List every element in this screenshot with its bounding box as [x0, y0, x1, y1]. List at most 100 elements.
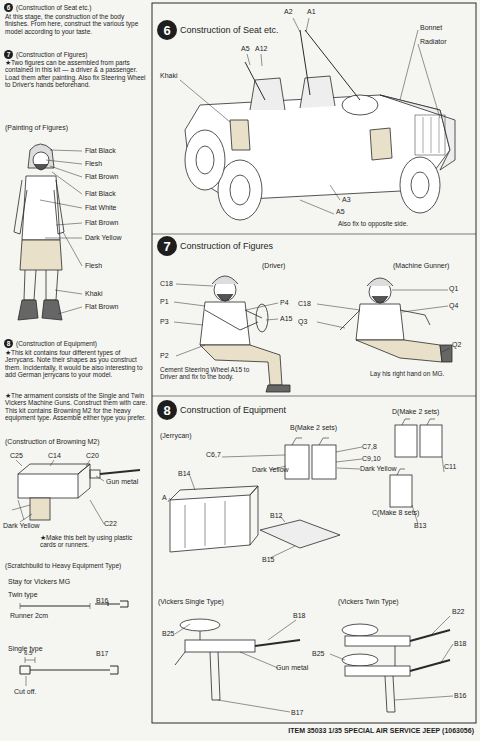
part-label: Flat Brown	[85, 173, 118, 181]
vickers-twin-sketch	[330, 616, 453, 712]
step-node: 6Construction of Seat etc.	[157, 20, 279, 40]
part-label: C6,7	[206, 451, 221, 459]
part-label: P4	[280, 299, 289, 307]
part-label: Dark Yellow	[252, 466, 289, 474]
step-heading: Construction of Figures	[180, 241, 273, 251]
part-label: A3	[342, 196, 351, 204]
part-label: P3	[160, 318, 169, 326]
jeep-sketch	[180, 18, 455, 220]
part-label: Also fix to opposite side.	[338, 220, 408, 227]
part-label: A5	[336, 208, 345, 216]
part-label: Flat Brown	[85, 303, 118, 311]
part-label: Twin type	[8, 591, 38, 599]
part-label: B18	[293, 612, 305, 620]
part-label: B(Make 2 sets)	[290, 424, 337, 432]
part-label: B15	[262, 556, 274, 564]
part-label: C25	[10, 452, 23, 460]
part-label: (Jerrycan)	[160, 432, 192, 440]
part-label: (Vickers Twin Type)	[338, 598, 399, 606]
part-label: Gun metal	[106, 478, 138, 486]
part-label: Dark Yellow	[360, 465, 397, 473]
note-text: (Scratchbuild to Heavy Equipment Type)	[5, 562, 150, 569]
part-label: (Vickers Single Type)	[158, 598, 224, 606]
step-node: 7Construction of Figures	[157, 236, 273, 256]
part-label: B14	[178, 470, 190, 478]
part-label: A	[162, 494, 167, 502]
part-label: B25	[162, 630, 174, 638]
step-heading: (Construction of Figures)	[16, 51, 88, 58]
part-label: B25	[312, 650, 324, 658]
note-text: Lay his right hand on MG.	[370, 370, 465, 377]
part-label: (Driver)	[262, 262, 285, 270]
part-label: A12	[255, 45, 267, 53]
browning-sketch	[12, 460, 140, 524]
part-label: Dark Yellow	[85, 234, 122, 242]
part-label: (Construction of Browning M2)	[5, 438, 100, 446]
step-number: 6	[4, 3, 13, 12]
part-label: B22	[452, 608, 464, 616]
part-label: C11	[444, 463, 456, 471]
jerrycan-sketch	[168, 419, 444, 558]
note-text: At this stage, the construction of the b…	[5, 13, 148, 35]
note-text: Cement Steering Wheel A15 to Driver and …	[160, 366, 260, 381]
part-label: Q2	[452, 341, 461, 349]
step-node: 7(Construction of Figures)	[4, 50, 88, 59]
part-label: A5	[241, 45, 250, 53]
step-number: 7	[157, 236, 177, 256]
part-label: C20	[86, 452, 99, 460]
part-label: 6.5	[24, 650, 32, 657]
step-number: 7	[4, 50, 13, 59]
part-label: (Machine Gunner)	[393, 262, 449, 270]
part-label: P2	[160, 352, 169, 360]
part-label: Khaki	[160, 72, 178, 80]
step-number: 8	[157, 400, 177, 420]
figure-sketch	[14, 144, 82, 320]
step-heading: Construction of Seat etc.	[180, 25, 279, 35]
note-text: ★Make this belt by using plastic cards o…	[40, 534, 146, 549]
note-text: ★Two figures can be assembled from parts…	[5, 59, 148, 89]
part-label: Radiator	[420, 38, 446, 46]
part-label: B12	[270, 512, 282, 520]
part-label: C22	[104, 520, 117, 528]
part-label: Runner 2cm	[10, 612, 48, 620]
part-label: Q3	[298, 318, 307, 326]
part-label: B16	[454, 692, 466, 700]
step-heading: (Construction of Seat etc.)	[16, 4, 92, 11]
note-text: ★This kit contains four different types …	[5, 349, 148, 379]
part-label: Flat Black	[85, 190, 116, 198]
step-number: 8	[4, 339, 13, 348]
part-label: B16	[96, 597, 108, 605]
step-node: 6(Construction of Seat etc.)	[4, 3, 92, 12]
part-label: Flat Black	[85, 147, 116, 155]
part-label: Gun metal	[276, 664, 308, 672]
part-label: Flat Brown	[85, 219, 118, 227]
part-label: Q1	[449, 285, 458, 293]
part-label: D(Make 2 sets)	[392, 408, 439, 416]
part-label: C7,8	[362, 443, 377, 451]
part-label: ITEM 35033 1/35 SPECIAL AIR SERVICE JEEP…	[288, 727, 474, 735]
step-heading: Construction of Equipment	[180, 405, 286, 415]
part-label: Flesh	[85, 262, 102, 270]
part-label: B17	[291, 709, 303, 717]
part-label: Q4	[449, 302, 458, 310]
part-label: Flat White	[85, 204, 117, 212]
part-label: A15	[280, 315, 292, 323]
part-label: C14	[48, 452, 61, 460]
step-node: 8(Construction of Equipment)	[4, 339, 97, 348]
step-node: 8Construction of Equipment	[157, 400, 286, 420]
part-label: B18	[454, 640, 466, 648]
part-label: Dark Yellow	[3, 522, 40, 530]
gunner-sketch	[317, 278, 452, 362]
part-label: Bonnet	[420, 24, 442, 32]
part-label: Stay for Vickers MG	[8, 578, 70, 586]
part-label: A2	[284, 8, 293, 16]
part-label: B17	[96, 650, 108, 658]
part-label: P1	[160, 298, 169, 306]
part-label: C(Make 8 sets)	[372, 509, 419, 517]
part-label: A1	[307, 8, 316, 16]
step-number: 6	[157, 20, 177, 40]
part-label: Cut off.	[14, 688, 36, 696]
note-text: ★The armament consists of the Single and…	[5, 392, 148, 422]
part-label: Flesh	[85, 160, 102, 168]
part-label: C18	[298, 300, 311, 308]
